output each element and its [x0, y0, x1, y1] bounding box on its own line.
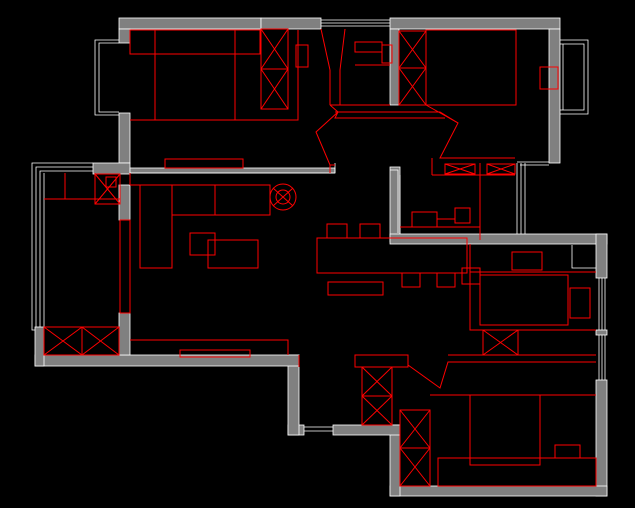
partition-bath-corner	[571, 245, 596, 269]
wall-bottom-right	[389, 485, 608, 497]
wall-top-left-corner	[118, 28, 131, 44]
bath-bottom	[354, 354, 596, 426]
wardrobe-top-right-cross	[398, 30, 427, 106]
wall-bottom-left	[34, 354, 300, 367]
living-room	[119, 158, 289, 358]
balcony-unit-left-cross	[43, 326, 120, 356]
window-right-small	[516, 163, 526, 234]
nightstand-right-middle	[569, 287, 591, 319]
wall-right-middle	[595, 233, 608, 279]
walls	[34, 17, 608, 497]
cabinet-corridor-2-cross	[486, 163, 516, 175]
chair-1	[326, 223, 348, 239]
balcony-left-upper	[94, 39, 119, 116]
wall-left-bedroom-corridor	[389, 28, 400, 106]
desk-right-middle	[511, 251, 543, 271]
line-right-middle	[469, 244, 596, 331]
nightstand-bottom-right	[554, 444, 581, 459]
chair-4	[436, 272, 456, 288]
door-swing-top-middle	[320, 28, 346, 105]
wall-corridor-top-left	[129, 167, 336, 174]
toilet-top-middle	[381, 44, 393, 64]
line-top-right	[426, 30, 517, 106]
kitchen-small-box	[105, 176, 117, 188]
window-right-lower	[598, 335, 606, 380]
kitchen	[44, 173, 297, 269]
room-right-middle	[469, 244, 596, 356]
wall-middle-pier	[389, 166, 401, 243]
headboard-bottom-right	[437, 457, 597, 487]
wall-bottom-middle	[332, 424, 401, 436]
wardrobe-right-middle-cross	[482, 329, 519, 356]
wall-left-lower-pier	[118, 312, 131, 356]
wall-top-middle-stub	[260, 17, 322, 30]
wall-line-bedroom-top-left	[130, 30, 299, 121]
stove-burner	[269, 183, 297, 211]
partition-corridor	[130, 163, 401, 234]
living-wall-line	[130, 339, 289, 355]
headboard-top-left	[129, 29, 261, 55]
shower-top-middle	[354, 41, 383, 53]
wall-right-upper	[548, 28, 561, 164]
chair-3	[401, 272, 421, 288]
wall-top-left	[118, 17, 262, 30]
wall-middle-horizontal	[389, 233, 608, 245]
bath-cabinet-cross	[361, 366, 393, 426]
stove-cross	[272, 187, 294, 207]
window-bottom-corridor	[304, 426, 333, 432]
dining-area	[316, 207, 481, 296]
wall-left-upper-horizontal	[92, 162, 131, 175]
tv-cabinet-bottom	[179, 349, 251, 358]
chair-2	[359, 223, 381, 239]
bench	[327, 281, 384, 296]
bed-right-middle	[479, 274, 569, 326]
line-top-middle	[330, 64, 390, 106]
wall-kitchen-left	[118, 184, 131, 221]
wall-top-right	[389, 17, 561, 30]
side-counter	[119, 219, 131, 314]
nightstand-top-right	[539, 66, 559, 90]
tv-cabinet-top	[164, 158, 244, 169]
window-top-middle	[321, 19, 390, 27]
stove-burner-inner	[275, 189, 291, 205]
windows	[31, 19, 606, 432]
window-right-middle	[598, 278, 606, 330]
wardrobe-top-left-cross	[260, 28, 289, 110]
balcony-divisions	[44, 173, 120, 200]
misc-lines	[129, 165, 331, 367]
partition-right-bedroom	[517, 161, 549, 166]
bath-outline	[354, 354, 596, 389]
wall-right-lower	[595, 379, 608, 497]
dining-table	[316, 237, 468, 274]
wall-left-lower	[34, 326, 45, 367]
bedroom-top-right	[398, 29, 559, 159]
desk-top-right	[425, 104, 515, 159]
bath-top-middle	[295, 28, 393, 106]
balcony-left-lower	[31, 162, 93, 331]
furniture	[43, 28, 597, 487]
bed-bottom-right	[469, 394, 541, 466]
wall-left-upper-pier	[118, 112, 131, 164]
counter-dining-2	[454, 207, 471, 224]
wall-right-mid-stub	[595, 329, 608, 336]
sink-top-middle	[295, 44, 309, 68]
corridor-cabinets	[315, 104, 459, 166]
cabinet-corridor-cross	[444, 163, 476, 175]
dining-wall-line	[400, 218, 480, 228]
kitchen-counter	[130, 184, 271, 269]
balcony-right-upper	[560, 39, 589, 115]
wardrobe-bottom-right-cross	[399, 409, 431, 487]
coffee-table	[207, 239, 259, 269]
cabinet-corridor-2	[486, 163, 516, 175]
sofa	[189, 232, 216, 256]
wall-bottom-right-left-edge	[389, 424, 401, 497]
bedroom-bottom-right	[399, 394, 597, 487]
wall-bottom-left-vertical	[287, 354, 300, 436]
cabinet-corridor	[444, 163, 476, 175]
bedroom-top-left	[129, 28, 299, 121]
